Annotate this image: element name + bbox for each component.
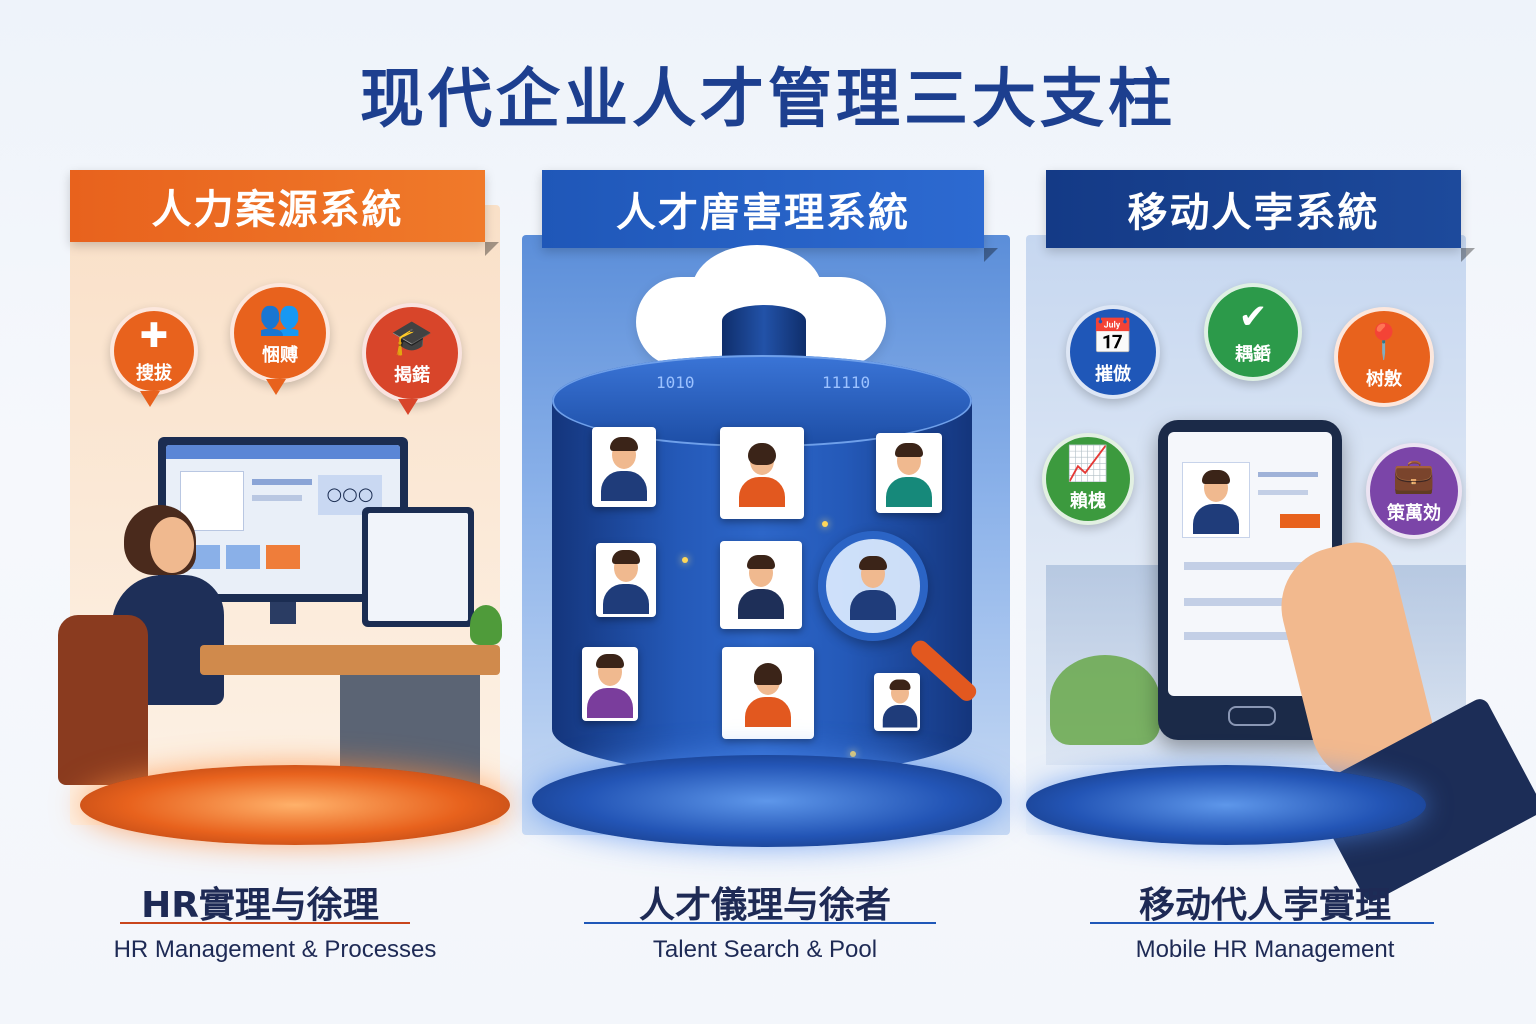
person-icon bbox=[597, 435, 651, 501]
hr-worker bbox=[110, 505, 230, 745]
caption-en: HR Management & Processes bbox=[113, 936, 437, 963]
home-button bbox=[1228, 706, 1276, 726]
caption-cn: 人才儀理与徐者 bbox=[638, 885, 891, 926]
list-row bbox=[1184, 632, 1314, 640]
person-icon bbox=[735, 441, 789, 507]
bubble-label: 悃赙 bbox=[262, 345, 298, 366]
caption-cn: 移动代人孛實理 bbox=[1138, 885, 1391, 926]
profile-card bbox=[180, 471, 244, 531]
caption-rule bbox=[1090, 922, 1434, 924]
panel-mobile-hr: 移动人孛系統 📅 摧倣 ✔ 耦銽 📍 树敫 📈 賴槐 💼 策萬効 bbox=[1026, 165, 1536, 905]
trees bbox=[1050, 655, 1160, 745]
nav-tile bbox=[226, 545, 260, 569]
bubble-approve: ✔ 耦銽 bbox=[1204, 283, 1302, 381]
text-line bbox=[1258, 490, 1308, 495]
bubble-label: 耦銽 bbox=[1235, 344, 1271, 365]
panel-banner: 人力案源系統 bbox=[70, 170, 499, 256]
bubble-label: 策萬効 bbox=[1387, 503, 1441, 524]
briefcase-icon: 💼 bbox=[1392, 456, 1436, 496]
panel-talent-database: 人才庴害理系統 1010 11110 bbox=[522, 165, 1014, 865]
caption-en: Talent Search & Pool bbox=[652, 936, 878, 963]
panel-banner: 人才庴害理系統 bbox=[542, 170, 998, 262]
bubble-tail bbox=[266, 379, 286, 395]
glow-dot bbox=[850, 751, 856, 757]
profile-photo bbox=[876, 433, 942, 513]
bubble-label: 揭鍩 bbox=[394, 365, 430, 386]
screen-header bbox=[166, 445, 400, 459]
bubble-label: 摧倣 bbox=[1095, 364, 1131, 385]
profile-photo bbox=[596, 543, 656, 617]
list-row bbox=[1184, 562, 1314, 570]
person-icon bbox=[846, 554, 900, 620]
bubble-label: 搜拔 bbox=[136, 363, 172, 384]
bubble-location: 📍 树敫 bbox=[1334, 307, 1434, 407]
profile-card bbox=[1182, 462, 1250, 538]
caption-cn: HR實理与徐理 bbox=[141, 885, 379, 926]
bubble-label: 賴槐 bbox=[1070, 491, 1106, 512]
first-aid-kit-icon: ✚ bbox=[139, 316, 169, 356]
profile-photo bbox=[592, 427, 656, 507]
desk bbox=[200, 645, 500, 675]
bubble-briefcase: 💼 策萬効 bbox=[1366, 443, 1462, 539]
platform-base bbox=[1026, 765, 1426, 845]
glow-dot bbox=[682, 557, 688, 563]
monitor-stand bbox=[270, 602, 296, 624]
profile-photo bbox=[874, 673, 920, 731]
caption-rule bbox=[120, 922, 410, 924]
bubble-training: 🎓 揭鍩 bbox=[362, 303, 462, 403]
bubble-team: 👥 悃赙 bbox=[230, 283, 330, 383]
calendar-search-icon: 📅 bbox=[1091, 317, 1135, 357]
caption-rule bbox=[584, 922, 936, 924]
text-line bbox=[252, 495, 302, 501]
secondary-monitor bbox=[362, 507, 474, 627]
profile-photo bbox=[582, 647, 638, 721]
panel-hr-system: 人力案源系統 ✚ 搜拔 👥 悃赙 🎓 揭鍩 ○○○ bbox=[58, 165, 510, 865]
profile-photo bbox=[722, 647, 814, 739]
graduation-cap-icon: 🎓 bbox=[390, 318, 434, 358]
list-row bbox=[1184, 598, 1314, 606]
text-line bbox=[1258, 472, 1318, 477]
person-icon bbox=[880, 678, 918, 728]
person-icon bbox=[1189, 468, 1243, 534]
option-dots: ○○○ bbox=[318, 475, 382, 515]
check-icon: ✔ bbox=[1238, 297, 1268, 337]
platform-base bbox=[532, 755, 1002, 847]
profile-photo bbox=[720, 427, 804, 519]
profile-photo bbox=[720, 541, 802, 629]
page-title: 现代企业人才管理三大支柱 bbox=[360, 63, 1176, 137]
binary-right: 11110 bbox=[822, 373, 871, 392]
person-icon bbox=[734, 553, 788, 619]
magnifier-icon bbox=[818, 531, 928, 641]
person-icon bbox=[741, 661, 795, 727]
platform-base bbox=[80, 765, 510, 845]
location-pin-icon: 📍 bbox=[1362, 322, 1406, 362]
play-button bbox=[266, 545, 300, 569]
panel-banner: 移动人孛系統 bbox=[1046, 170, 1475, 262]
growth-chart-icon: 📈 bbox=[1066, 444, 1110, 484]
person-icon bbox=[583, 652, 637, 718]
monitor-screen: ○○○ bbox=[166, 445, 400, 594]
person-icon bbox=[599, 548, 653, 614]
caption-en: Mobile HR Management bbox=[1135, 936, 1395, 963]
bubble-tail bbox=[398, 399, 418, 415]
glow-dot bbox=[822, 521, 828, 527]
team-icon: 👥 bbox=[258, 298, 302, 338]
action-chip bbox=[1280, 514, 1320, 528]
plant bbox=[470, 605, 502, 645]
office-chair bbox=[58, 615, 148, 785]
monitor-screen bbox=[368, 513, 468, 621]
bubble-growth: 📈 賴槐 bbox=[1042, 433, 1134, 525]
bubble-label: 树敫 bbox=[1366, 369, 1402, 390]
binary-left: 1010 bbox=[656, 373, 695, 392]
text-line bbox=[252, 479, 312, 485]
worker-face bbox=[150, 517, 194, 573]
person-icon bbox=[882, 441, 936, 507]
bubble-schedule: 📅 摧倣 bbox=[1066, 305, 1160, 399]
bubble-tail bbox=[140, 391, 160, 407]
bubble-recruit: ✚ 搜拔 bbox=[110, 307, 198, 395]
